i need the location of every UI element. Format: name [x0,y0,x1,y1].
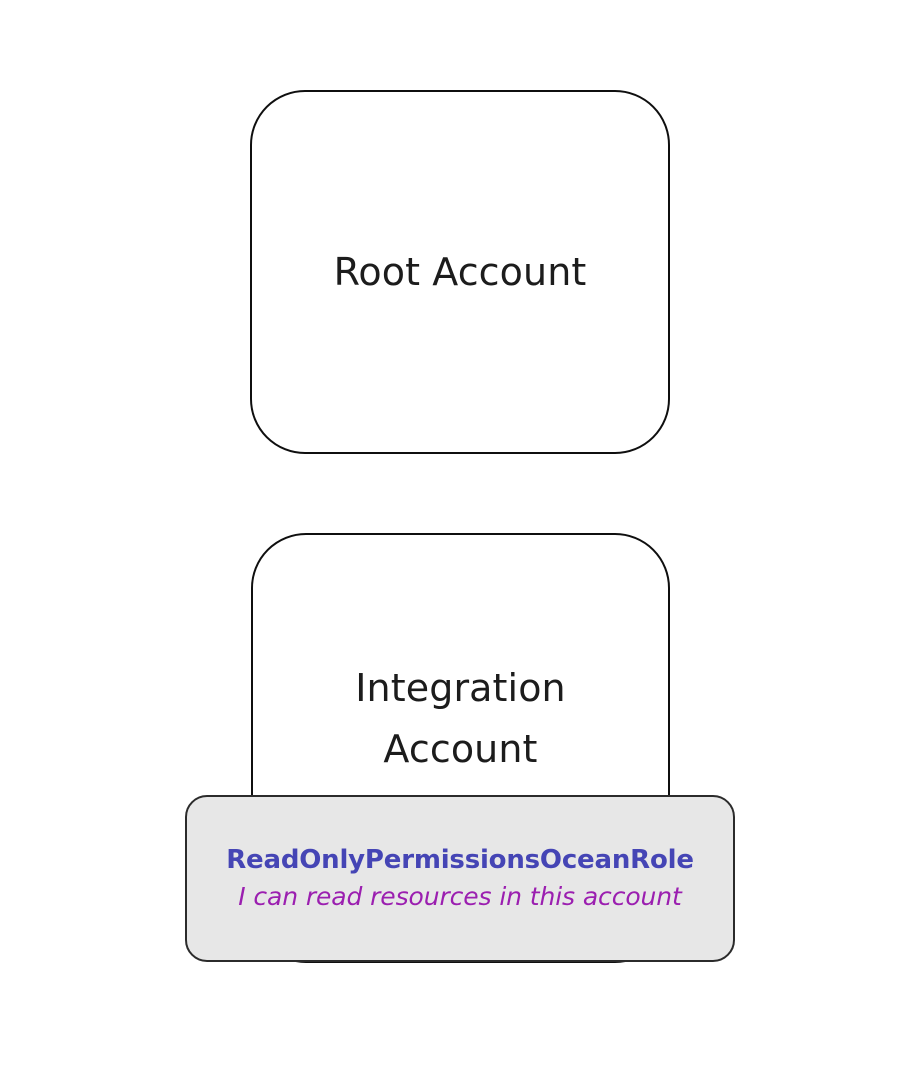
root-account-label: Root Account [333,249,587,294]
readonly-role-node[interactable]: ReadOnlyPermissionsOceanRole I can read … [185,795,735,962]
root-account-node[interactable]: Root Account [250,90,670,454]
role-name-label: ReadOnlyPermissionsOceanRole [226,845,694,875]
integration-account-label: Integration Account [355,666,566,771]
role-description-label: I can read resources in this account [238,882,682,911]
